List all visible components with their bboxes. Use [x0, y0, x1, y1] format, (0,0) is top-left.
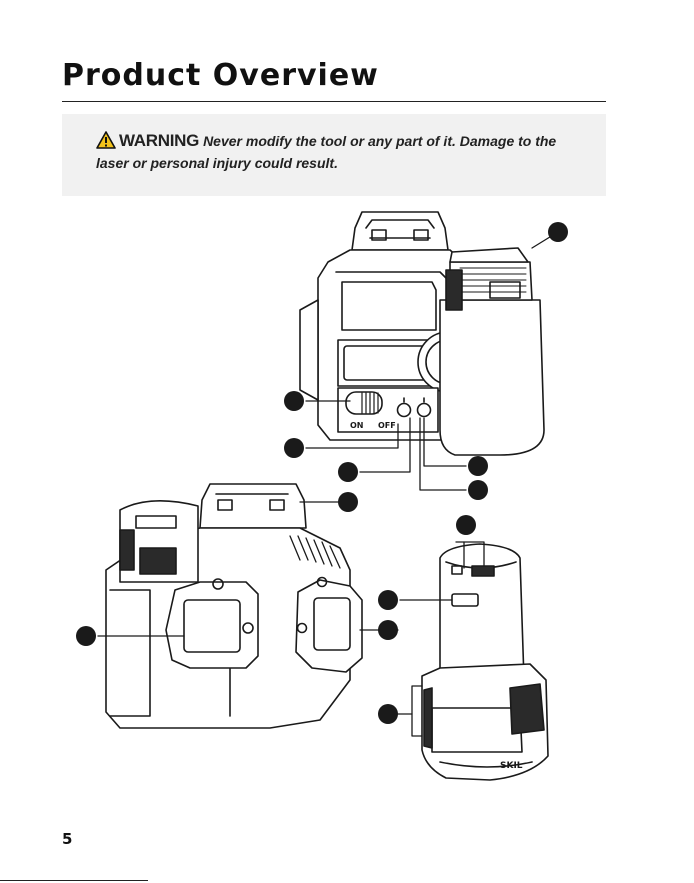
rotor-brand-label: SKIL — [144, 518, 170, 529]
callout-marker-6 — [468, 480, 488, 500]
callout-marker-3 — [284, 438, 304, 458]
laser-rear-view — [300, 212, 544, 455]
product-diagram: ON OFF SKIL SKIL — [0, 200, 694, 800]
warning-signal-word: WARNING — [119, 131, 199, 150]
knob-label-off: OFF — [378, 421, 396, 430]
callout-marker-2 — [284, 391, 304, 411]
title-divider — [62, 101, 606, 102]
callout-marker-10 — [378, 620, 398, 640]
knob-label-on: ON — [350, 421, 364, 430]
battery-pack — [422, 544, 548, 780]
callout-marker-8 — [456, 515, 476, 535]
page-title: Product Overview — [62, 58, 379, 93]
footer-divider — [0, 880, 148, 881]
callout-marker-12 — [378, 704, 398, 724]
battery-brand-label: SKIL — [500, 761, 523, 771]
warning-triangle-icon — [96, 131, 116, 149]
page-number: 5 — [62, 830, 72, 848]
callout-marker-11 — [76, 626, 96, 646]
callout-marker-4 — [338, 462, 358, 482]
callout-marker-9 — [378, 590, 398, 610]
callout-marker-7 — [338, 492, 358, 512]
callout-marker-5 — [468, 456, 488, 476]
callout-marker-1 — [548, 222, 568, 242]
